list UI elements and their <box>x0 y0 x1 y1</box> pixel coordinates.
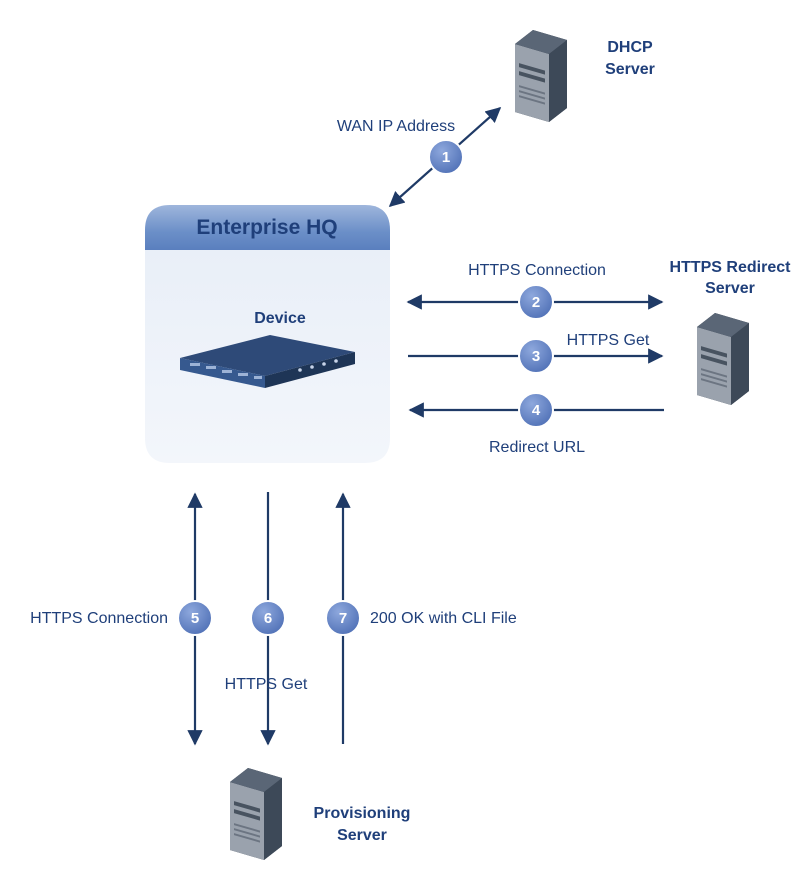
svg-text:6: 6 <box>264 610 272 627</box>
step-6-badge: 6 <box>250 600 286 636</box>
svg-text:2: 2 <box>532 294 540 311</box>
dhcp-server-icon <box>515 30 567 122</box>
svg-text:1: 1 <box>442 149 450 166</box>
step-7-badge: 7 <box>325 600 361 636</box>
step-1-label: WAN IP Address <box>337 118 455 135</box>
provisioning-server-label-line1: Provisioning <box>314 805 411 822</box>
step-1-badge: 1 <box>428 139 464 175</box>
redirect-server-label-line1: HTTPS Redirect <box>670 259 792 276</box>
step-4-badge: 4 <box>518 392 554 428</box>
step-4-label: Redirect URL <box>489 439 585 456</box>
step-7-label: 200 OK with CLI File <box>370 610 517 627</box>
svg-text:4: 4 <box>532 402 541 419</box>
provisioning-server-label-line2: Server <box>337 827 387 844</box>
svg-text:5: 5 <box>191 610 199 627</box>
provisioning-server-icon <box>230 768 282 860</box>
enterprise-hq-panel <box>145 205 390 463</box>
step-3-label: HTTPS Get <box>567 332 650 349</box>
device-label: Device <box>254 310 306 327</box>
device-appliance-icon <box>180 335 355 388</box>
step-5-label: HTTPS Connection <box>30 610 168 627</box>
svg-text:7: 7 <box>339 610 347 627</box>
step-5-badge: 5 <box>177 600 213 636</box>
https-redirect-server-icon <box>697 313 749 405</box>
step-3-badge: 3 <box>518 338 554 374</box>
dhcp-server-label-line2: Server <box>605 61 655 78</box>
enterprise-hq-title: Enterprise HQ <box>196 216 337 239</box>
svg-text:3: 3 <box>532 348 540 365</box>
step-2-badge: 2 <box>518 284 554 320</box>
redirect-server-label-line2: Server <box>705 280 755 297</box>
step-2-label: HTTPS Connection <box>468 262 606 279</box>
dhcp-server-label-line1: DHCP <box>607 39 653 56</box>
step-6-label: HTTPS Get <box>225 676 308 693</box>
